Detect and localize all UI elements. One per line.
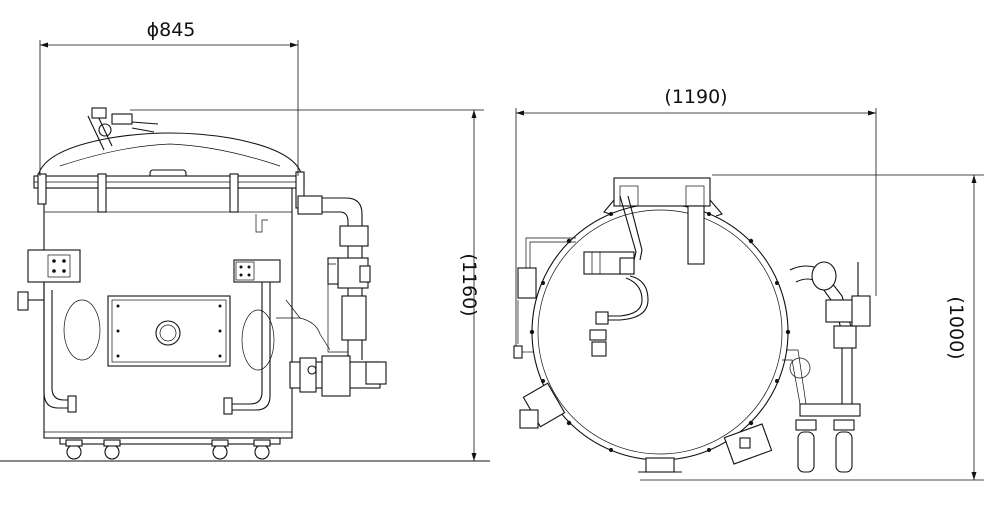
front-view: ϕ845 (1160) [0,19,490,462]
vessel-body [43,187,293,439]
lid-clamps [37,171,305,213]
side-width-dimension: (1190) [515,86,877,346]
side-bottom-parts [519,382,773,473]
side-piping [782,261,871,473]
front-panel [107,295,231,367]
front-width-dimension: ϕ845 [39,19,299,176]
side-left-bracket [513,237,576,359]
side-height-dimension: (1000) [640,174,984,481]
panel-gauge-icon [155,320,181,346]
side-width-label: (1190) [664,86,727,108]
casters [59,437,281,460]
side-lid-frame [603,177,723,265]
side-component-box [583,251,649,357]
left-junction-box [17,249,81,413]
right-junction-box [223,214,281,415]
lid-gauge-icon [98,123,112,137]
side-height-label: (1000) [945,296,967,359]
dome-lid [37,132,303,177]
front-piping [276,195,387,397]
rim-bolts [529,201,791,463]
front-height-label: (1160) [458,253,480,316]
lid-valve-assembly [87,107,159,151]
right-window [241,309,275,371]
front-height-dimension: (1160) [130,109,484,461]
side-view: (1190) (1000) [513,86,984,481]
front-width-label: ϕ845 [147,19,196,41]
left-window [63,299,101,361]
